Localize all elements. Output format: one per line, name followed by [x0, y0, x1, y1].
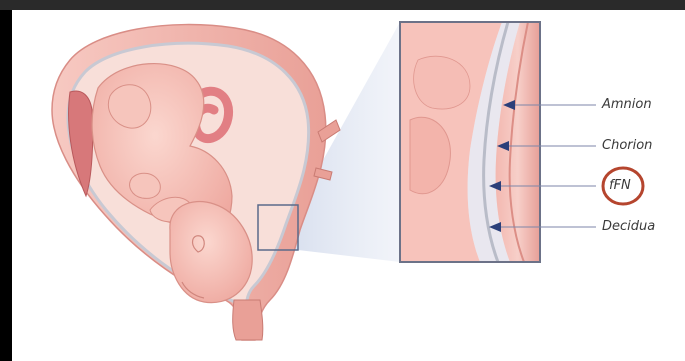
label-decidua: Decidua [602, 219, 655, 234]
label-chorion: Chorion [602, 138, 652, 153]
cervix [233, 300, 263, 340]
zoom-panel [400, 22, 540, 262]
placenta [69, 91, 93, 196]
label-ffn: fFN [609, 178, 631, 193]
fetus-foot [130, 173, 161, 198]
label-amnion: Amnion [602, 97, 652, 112]
